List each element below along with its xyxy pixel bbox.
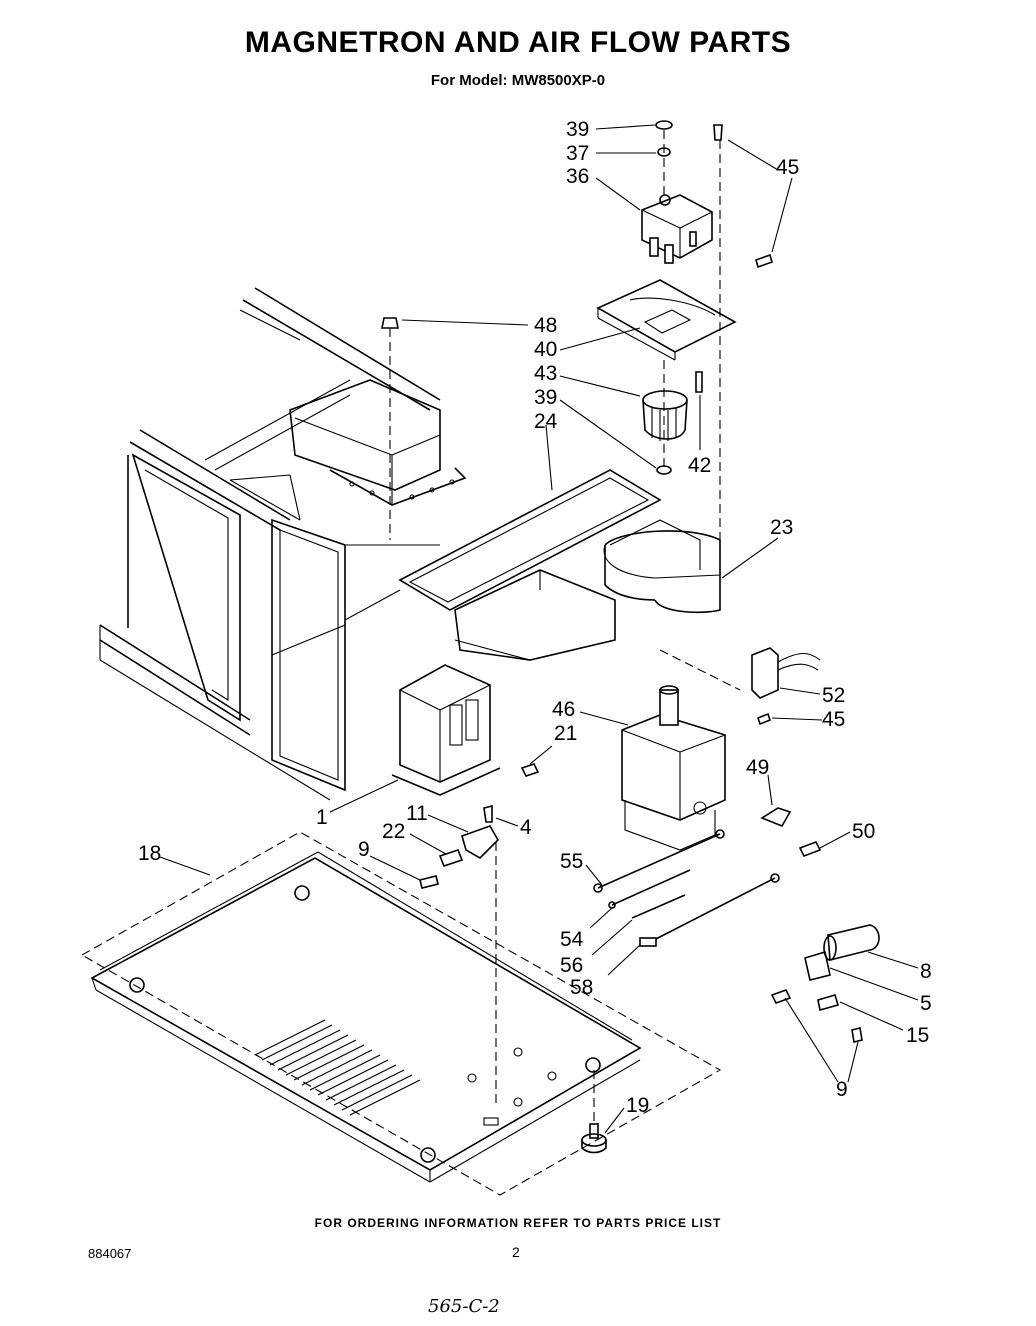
callout-45: 45 [822, 708, 845, 731]
callout-21: 21 [554, 722, 577, 745]
cabinet-outline [99, 287, 441, 801]
callout-36: 36 [566, 165, 589, 188]
callout-23: 23 [770, 516, 793, 539]
callout-1: 1 [316, 806, 328, 829]
washer-37 [657, 147, 671, 157]
callout-19: 19 [626, 1094, 649, 1117]
thermal-cutout [751, 647, 821, 726]
page-number: 2 [512, 1244, 520, 1260]
capacitor-group [760, 807, 880, 1043]
ordering-note: FOR ORDERING INFORMATION REFER TO PARTS … [314, 1216, 722, 1230]
fan-motor [641, 130, 713, 264]
fan-blade [642, 360, 688, 475]
transformer [391, 664, 501, 796]
callout-56: 56 [560, 954, 583, 977]
small-parts [419, 763, 540, 1105]
thermal-49 [760, 807, 792, 828]
callout-9: 9 [836, 1078, 848, 1101]
callout-15: 15 [906, 1024, 929, 1047]
bracket-11 [461, 825, 499, 859]
callout-46: 46 [552, 698, 575, 721]
callout-42: 42 [688, 454, 711, 477]
wire-leads [593, 829, 780, 947]
callout-54: 54 [560, 928, 584, 951]
screw-9 [419, 875, 439, 889]
foot-19 [581, 1070, 607, 1154]
screw-4 [483, 804, 493, 823]
air-duct [398, 469, 701, 661]
model-subtitle: For Model: MW8500XP-0 [430, 72, 606, 89]
transformer-bracket [289, 328, 467, 540]
callout-39: 39 [566, 118, 589, 141]
callout-24: 24 [534, 410, 558, 433]
page-title: MAGNETRON AND AIR FLOW PARTS [244, 26, 792, 59]
nut-48 [381, 317, 399, 329]
bracket-5 [804, 950, 831, 981]
callout-49: 49 [746, 756, 769, 779]
screw-50 [798, 840, 822, 858]
top-hardware [381, 120, 773, 393]
fan-housing [603, 140, 721, 614]
part-21 [520, 763, 540, 777]
callout-9: 9 [358, 838, 370, 861]
callout-22: 22 [382, 820, 405, 843]
screw-45-top [713, 124, 723, 141]
vent-grille [254, 1019, 421, 1116]
base-plate [80, 831, 722, 1196]
callout-58: 58 [570, 976, 593, 999]
screw-42 [695, 371, 703, 393]
callout-52: 52 [822, 684, 845, 707]
screw-9-left [770, 989, 792, 1004]
callout-37: 37 [566, 142, 589, 165]
leader-lines [159, 124, 919, 1134]
callouts: 39 37 36 45 48 40 43 39 24 42 23 52 45 4… [138, 118, 932, 1117]
callout-39: 39 [534, 386, 557, 409]
document-number: 884067 [88, 1246, 132, 1261]
magnetron [621, 649, 741, 851]
callout-40: 40 [534, 338, 557, 361]
callout-43: 43 [534, 362, 557, 385]
clip-39-top [655, 120, 673, 130]
screw-9-right [851, 1027, 863, 1043]
capacitor-8 [827, 924, 880, 962]
callout-8: 8 [920, 960, 932, 983]
callout-11: 11 [406, 802, 428, 825]
fuse-22 [438, 849, 464, 867]
callout-18: 18 [138, 842, 161, 865]
callout-45: 45 [776, 156, 799, 179]
motor-bracket [596, 279, 737, 361]
callout-55: 55 [560, 850, 583, 873]
handwritten-note: 565-C-2 [428, 1296, 500, 1317]
diode-15 [817, 994, 840, 1012]
screw-45-right [755, 253, 773, 269]
callout-4: 4 [520, 816, 532, 839]
callout-50: 50 [852, 820, 875, 843]
callout-5: 5 [920, 992, 932, 1015]
callout-48: 48 [534, 314, 557, 337]
